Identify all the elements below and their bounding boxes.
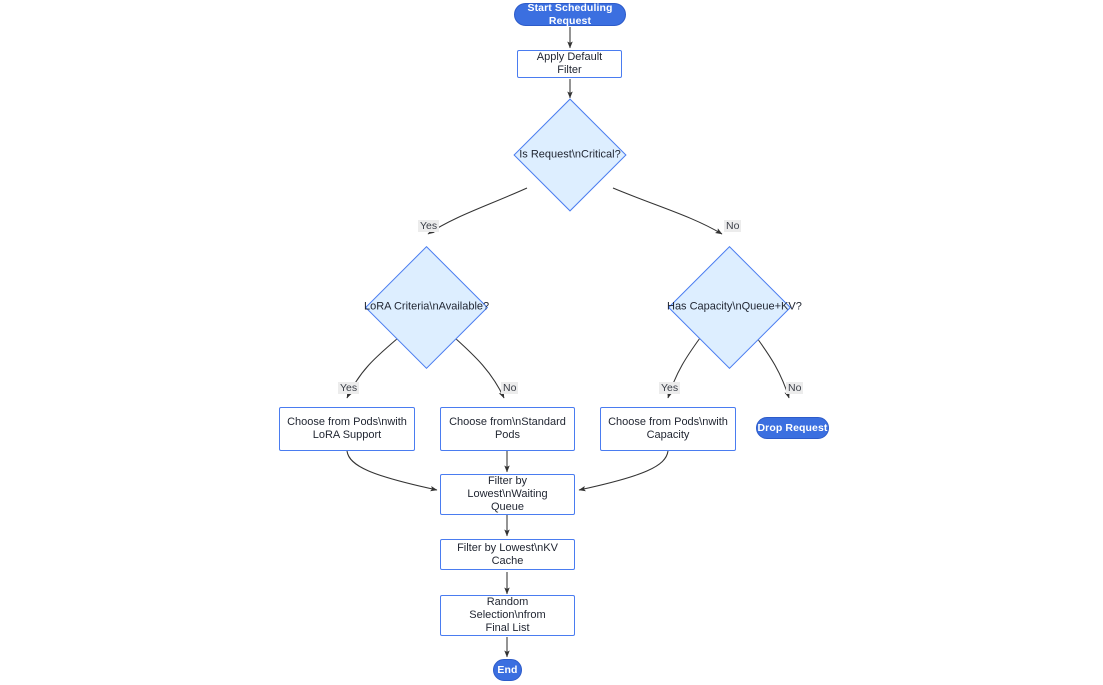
node-choose-pods-capacity[interactable]: Choose from Pods\nwith Capacity [600,407,736,451]
node-has-capacity[interactable]: Has Capacity\nQueue+KV? [667,245,802,369]
node-lora-criteria-available[interactable]: LoRA Criteria\nAvailable? [364,245,490,369]
node-filter-lowest-waiting-queue[interactable]: Filter by Lowest\nWaiting Queue [440,474,575,515]
node-filter-lowest-kv-cache-label: Filter by Lowest\nKV Cache [457,541,558,567]
edge-label-capacity-no: No [786,382,804,394]
edge-label-capacity-yes: Yes [659,382,681,394]
edge-pods-capacity-to-filter-queue [578,450,669,492]
node-filter-lowest-waiting-queue-line1: Filter by Lowest\nWaiting [467,475,548,500]
node-apply-default-filter[interactable]: Apply Default Filter [517,50,622,78]
node-apply-default-filter-label: Apply Default Filter [536,51,603,76]
node-has-capacity-label: Has Capacity\nQueue+KV? [667,300,802,313]
edge-label-lora-no: No [501,382,519,394]
node-choose-pods-capacity-line2: Capacity [646,429,690,441]
edge-label-lora-yes: Yes [338,382,360,394]
node-choose-pods-lora-support-line2: LoRA Support [312,429,382,441]
node-end[interactable]: End [493,659,522,681]
node-is-request-critical[interactable]: Is Request\nCritical? [513,98,627,212]
edge-pods-lora-to-filter-queue [346,450,438,492]
node-choose-standard-pods-line1: Choose from\nStandard [449,416,566,428]
node-start-label: Start Scheduling Request [527,1,613,27]
edge-label-critical-yes: Yes [418,220,440,232]
node-filter-lowest-waiting-queue-line2: Queue [490,501,525,513]
node-end-label: End [497,663,518,676]
node-random-selection-line1: Random Selection\nfrom [469,596,546,621]
node-choose-standard-pods[interactable]: Choose from\nStandard Pods [440,407,575,451]
node-choose-pods-capacity-line1: Choose from Pods\nwith [608,416,728,428]
node-lora-criteria-available-label: LoRA Criteria\nAvailable? [364,300,490,313]
node-drop-request[interactable]: Drop Request [756,417,829,439]
node-filter-lowest-kv-cache[interactable]: Filter by Lowest\nKV Cache [440,539,575,570]
edge-is-critical-no [612,187,723,235]
node-start[interactable]: Start Scheduling Request [514,1,626,27]
node-random-selection-line2: Final List [485,622,530,634]
node-choose-pods-lora-support[interactable]: Choose from Pods\nwith LoRA Support [279,407,415,451]
node-random-selection[interactable]: Random Selection\nfrom Final List [440,595,575,636]
edge-label-critical-no: No [724,220,742,232]
node-choose-pods-lora-support-line1: Choose from Pods\nwith [287,416,407,428]
node-choose-standard-pods-line2: Pods [494,429,521,441]
node-drop-request-label: Drop Request [757,421,828,434]
node-is-request-critical-label: Is Request\nCritical? [519,148,621,161]
